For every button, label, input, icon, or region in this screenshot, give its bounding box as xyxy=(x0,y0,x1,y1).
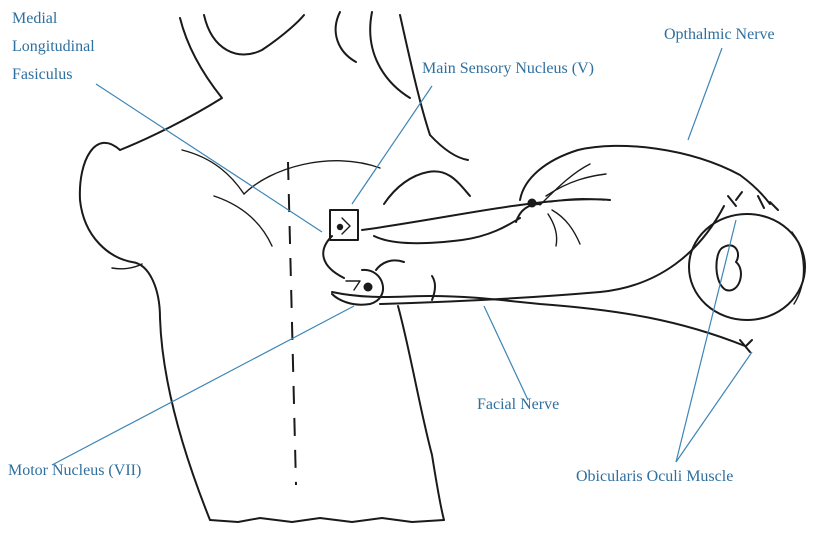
label-mlf-line2: Longitudinal xyxy=(12,36,95,58)
label-facial-nerve: Facial Nerve xyxy=(477,394,559,416)
brainstem-outline xyxy=(80,12,468,522)
eye xyxy=(689,214,805,320)
trigeminal-ganglion xyxy=(362,146,778,246)
leader-lines xyxy=(52,48,752,465)
mlf-connection xyxy=(323,236,344,278)
label-mlf-line3: Fasiculus xyxy=(12,64,72,86)
label-motor-nucleus: Motor Nucleus (VII) xyxy=(8,460,141,482)
main-sensory-nucleus-box xyxy=(330,210,358,240)
facial-nerve-path xyxy=(332,206,752,352)
label-obicularis-oculi-muscle: Obicularis Oculi Muscle xyxy=(576,466,733,488)
label-mlf-line1: Medial xyxy=(12,8,57,30)
label-opthalmic-nerve: Opthalmic Nerve xyxy=(664,24,775,46)
label-main-sensory-nucleus: Main Sensory Nucleus (V) xyxy=(422,58,594,80)
